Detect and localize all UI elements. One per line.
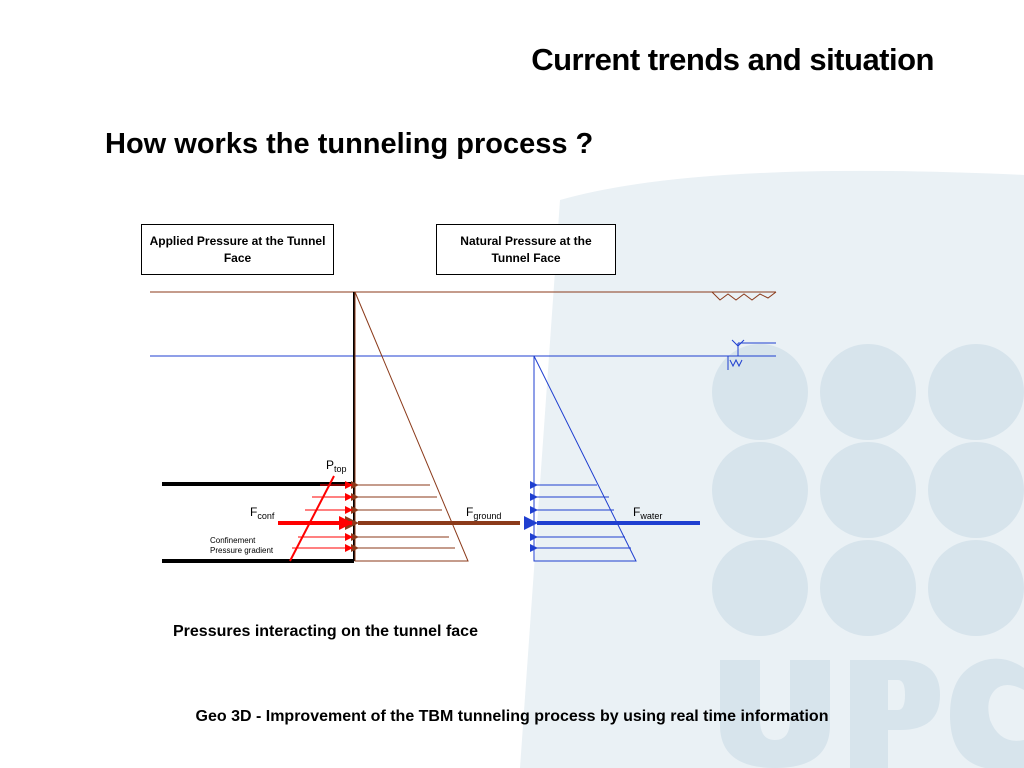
ground-pressure-arrows <box>351 481 455 552</box>
confinement-gradient-label: Confinement Pressure gradient <box>210 536 274 555</box>
diagram-caption: Pressures interacting on the tunnel face <box>173 623 478 640</box>
applied-pressure-label: Applied Pressure at the Tunnel Face <box>149 233 326 265</box>
f-water-label: Fwater <box>633 505 663 521</box>
water-pressure-triangle <box>533 355 637 562</box>
slide-title: Current trends and situation <box>531 42 934 77</box>
slide-footer: Geo 3D - Improvement of the TBM tunnelin… <box>195 708 829 725</box>
f-conf-label: Fconf <box>250 505 275 521</box>
slide-subtitle: How works the tunneling process ? <box>105 128 594 160</box>
water-table-symbol <box>727 339 776 370</box>
ground-surface-symbol <box>711 291 777 301</box>
confinement-pressure-arrows <box>292 481 353 552</box>
p-top-label: Ptop <box>326 458 347 474</box>
natural-pressure-label: Natural Pressure at the Tunnel Face <box>460 233 592 265</box>
water-pressure-arrows <box>530 481 631 552</box>
ground-pressure-triangle <box>354 291 469 562</box>
natural-pressure-box: Natural Pressure at the Tunnel Face <box>436 224 616 275</box>
f-ground-label: Fground <box>466 505 502 521</box>
confinement-gradient-line <box>289 475 335 562</box>
applied-pressure-box: Applied Pressure at the Tunnel Face <box>141 224 334 275</box>
